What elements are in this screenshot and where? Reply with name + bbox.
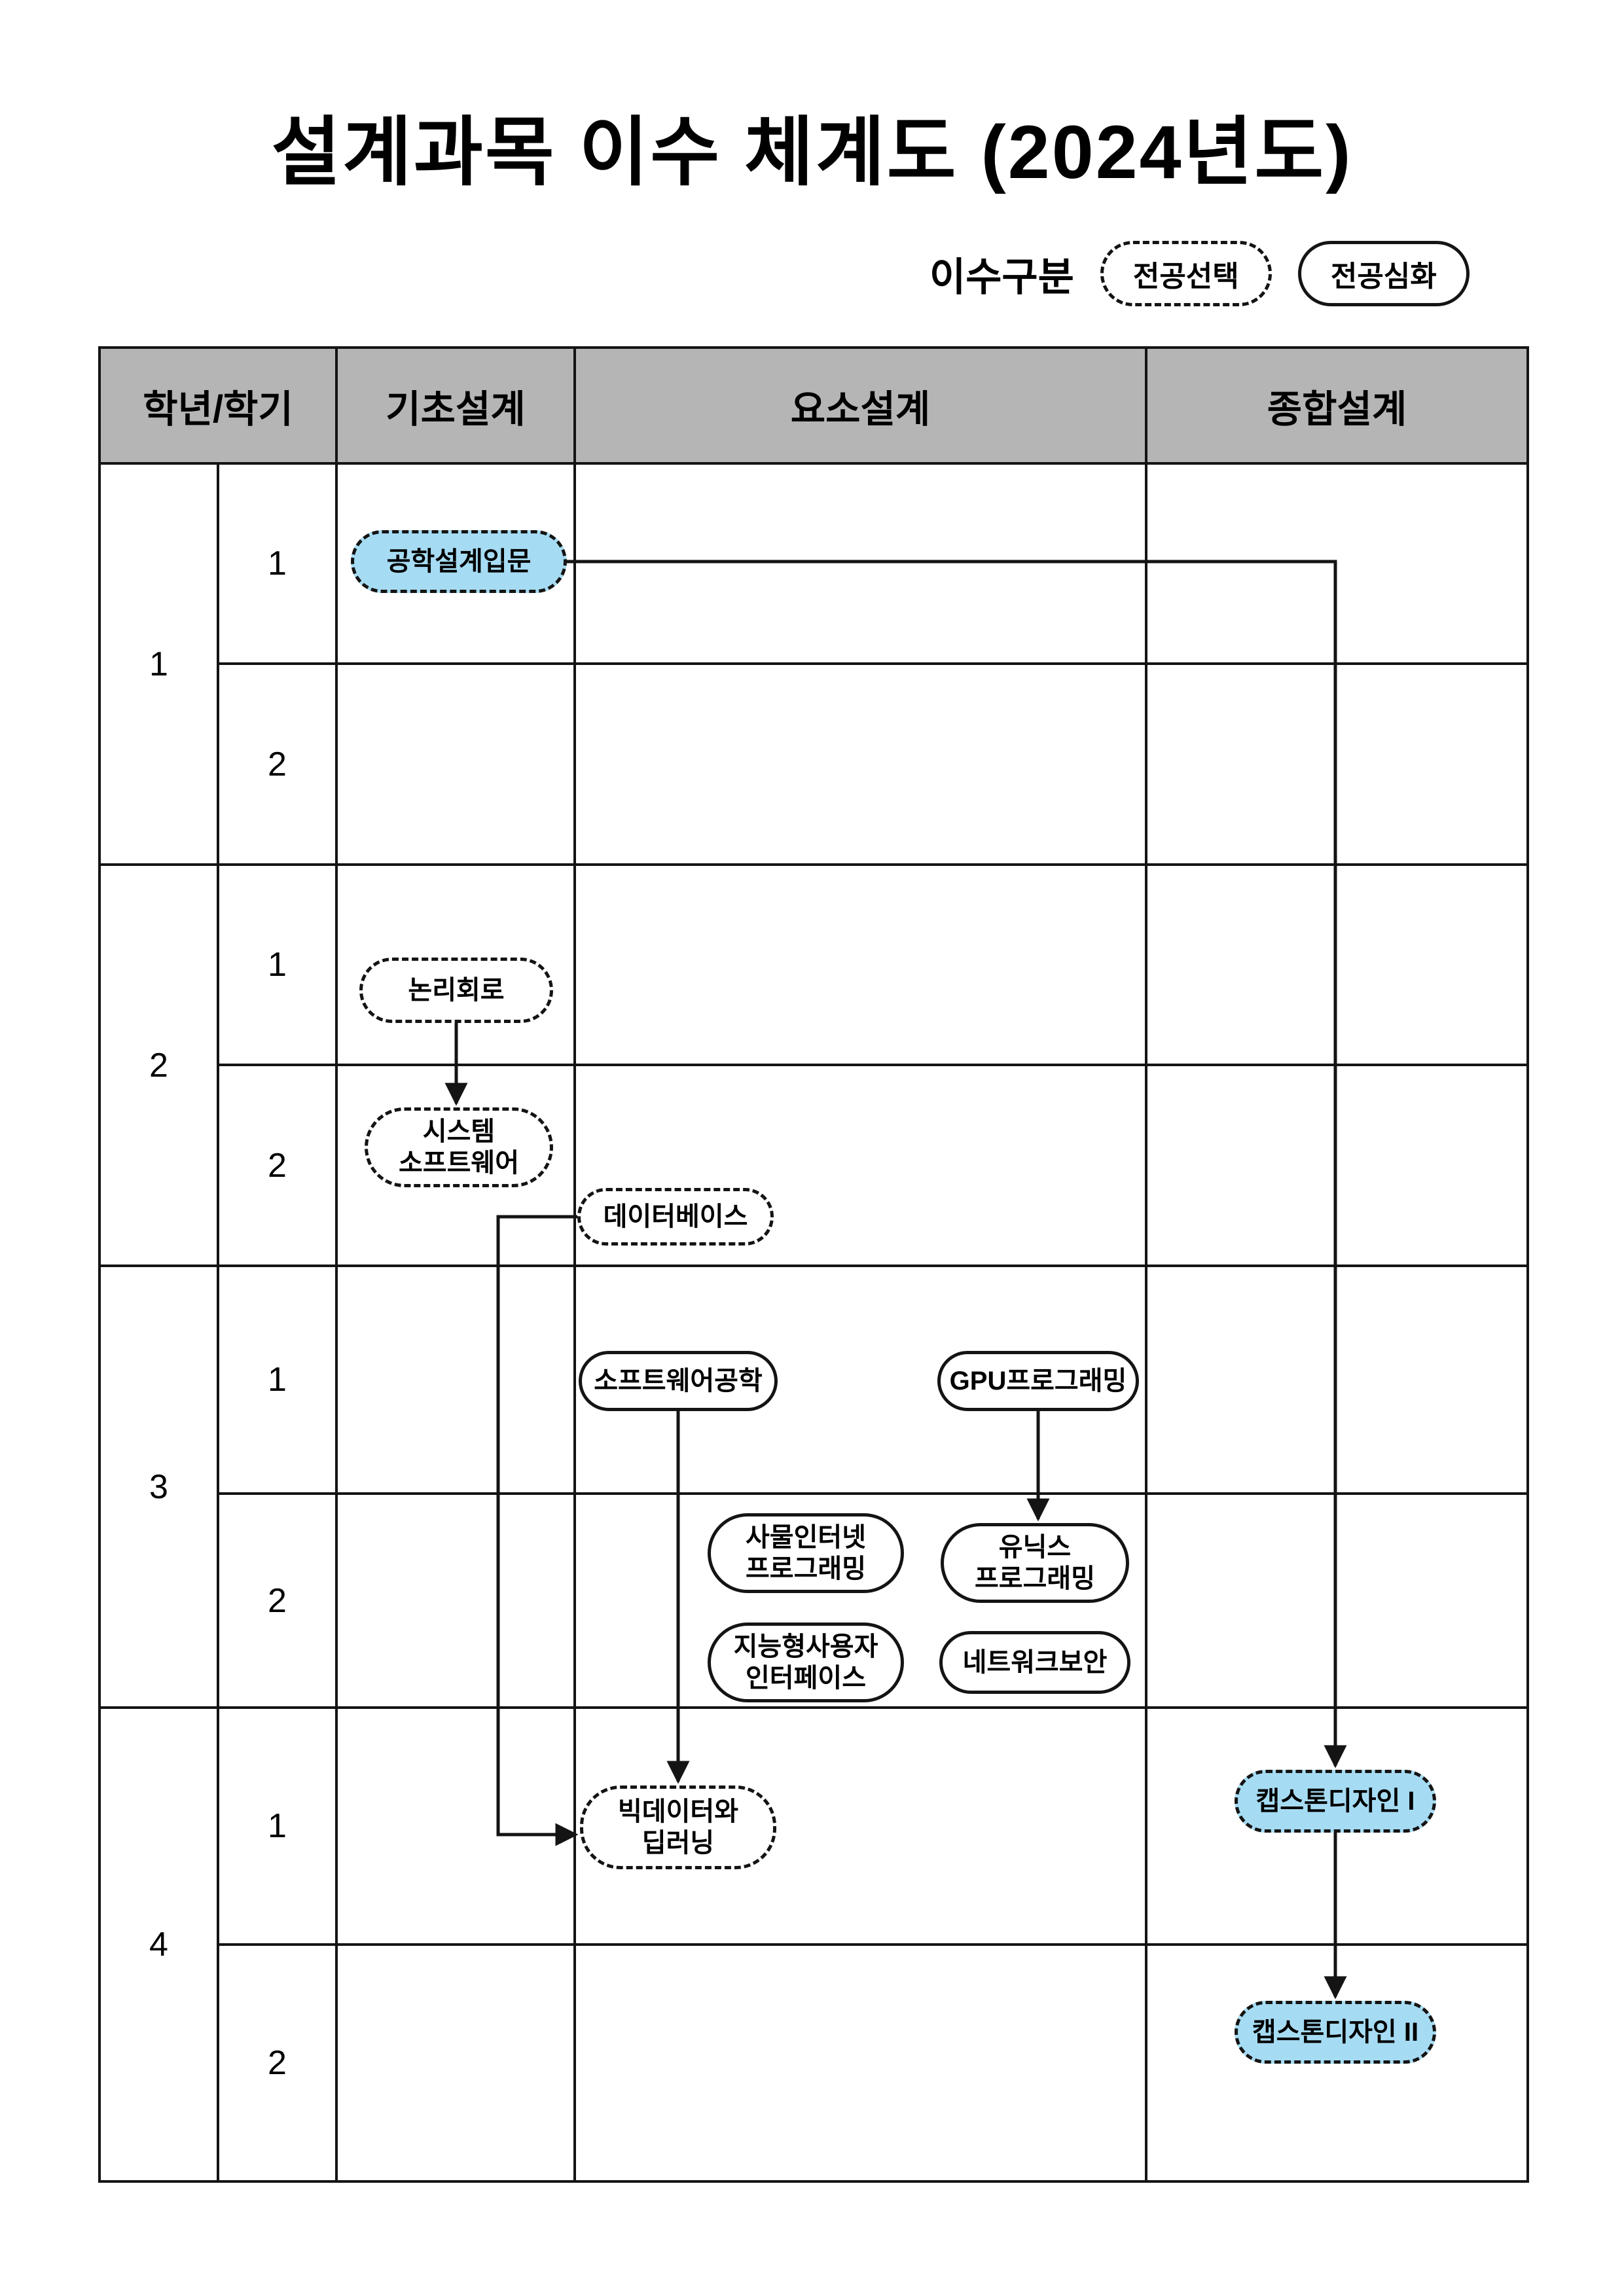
course-node-logic-circuits: 논리회로 xyxy=(359,958,553,1023)
course-label: 논리회로 xyxy=(408,976,505,1005)
grid-cell xyxy=(1145,1492,1529,1709)
course-node-intelligent-user-interface: 지능형사용자 인터페이스 xyxy=(708,1623,904,1702)
curriculum-table: 학년/학기 기초설계 요소설계 종합설계 1 1 2 2 1 xyxy=(98,346,1529,2183)
course-label: 네트워크보안 xyxy=(962,1648,1108,1677)
year-3-sem-2-cell: 2 xyxy=(217,1492,338,1709)
grid-cell xyxy=(335,662,576,866)
course-node-software-engineering: 소프트웨어공학 xyxy=(579,1351,778,1411)
course-label: GPU프로그래밍 xyxy=(949,1367,1127,1395)
year-4-sem-2-cell: 2 xyxy=(217,1943,338,2183)
year-1-sem-2-cell: 2 xyxy=(217,662,338,866)
course-node-unix-programming: 유닉스 프로그래밍 xyxy=(941,1523,1129,1603)
grid-cell xyxy=(573,863,1147,1066)
grid-cell xyxy=(573,462,1147,665)
legend-label: 이수구분 xyxy=(929,255,1074,299)
course-node-system-software: 시스템 소프트웨어 xyxy=(365,1107,553,1187)
course-node-capstone-design-1: 캡스톤디자인 I xyxy=(1235,1770,1436,1833)
year-3-cell: 3 xyxy=(98,1265,219,1709)
header-comprehensive-design: 종합설계 xyxy=(1145,346,1529,465)
course-label: 소프트웨어공학 xyxy=(594,1367,763,1395)
course-node-engineering-design-intro: 공학설계입문 xyxy=(351,530,567,593)
course-label: 유닉스 프로그래밍 xyxy=(975,1533,1095,1593)
course-label: 캡스톤디자인 II xyxy=(1252,2018,1419,2047)
grid-cell xyxy=(1145,1265,1529,1495)
course-label: 사물인터넷 프로그래밍 xyxy=(746,1523,866,1583)
legend-item-major-elective: 전공선택 xyxy=(1100,241,1272,306)
course-node-bigdata-deep-learning: 빅데이터와 딥러닝 xyxy=(580,1785,776,1869)
course-node-capstone-design-2: 캡스톤디자인 II xyxy=(1235,2001,1436,2064)
course-node-database: 데이터베이스 xyxy=(577,1188,774,1246)
grid-cell xyxy=(335,1943,576,2183)
course-node-gpu-programming: GPU프로그래밍 xyxy=(937,1351,1139,1411)
year-1-cell: 1 xyxy=(98,462,219,866)
year-3-sem-1-cell: 1 xyxy=(217,1265,338,1495)
course-label: 캡스톤디자인 I xyxy=(1255,1787,1415,1816)
course-label: 빅데이터와 딥러닝 xyxy=(618,1797,738,1857)
legend-item-major-intensive: 전공심화 xyxy=(1297,241,1470,306)
course-label: 지능형사용자 인터페이스 xyxy=(733,1632,878,1693)
year-1-sem-1-cell: 1 xyxy=(217,462,338,665)
grid-cell xyxy=(1145,662,1529,866)
year-4-sem-1-cell: 1 xyxy=(217,1706,338,1946)
grid-cell xyxy=(573,1943,1147,2183)
course-label: 시스템 소프트웨어 xyxy=(399,1117,519,1177)
year-2-sem-2-cell: 2 xyxy=(217,1064,338,1267)
grid-cell xyxy=(335,1265,576,1495)
header-year-semester: 학년/학기 xyxy=(98,346,338,465)
year-2-sem-1-cell: 1 xyxy=(217,863,338,1066)
grid-cell xyxy=(335,1706,576,1946)
course-label: 데이터베이스 xyxy=(603,1202,748,1231)
legend: 이수구분 전공선택 전공심화 xyxy=(929,241,1470,306)
grid-cell xyxy=(1145,863,1529,1066)
grid-cell xyxy=(335,1492,576,1709)
year-4-cell: 4 xyxy=(98,1706,219,2183)
header-element-design: 요소설계 xyxy=(573,346,1147,465)
course-label: 공학설계입문 xyxy=(386,547,532,576)
grid-cell xyxy=(1145,1064,1529,1267)
header-basic-design: 기초설계 xyxy=(335,346,576,465)
page-title: 설계과목 이수 체계도 (2024년도) xyxy=(271,111,1353,194)
grid-cell xyxy=(1145,462,1529,665)
grid-cell xyxy=(573,662,1147,866)
year-2-cell: 2 xyxy=(98,863,219,1267)
course-node-network-security: 네트워크보안 xyxy=(939,1631,1130,1694)
course-node-iot-programming: 사물인터넷 프로그래밍 xyxy=(708,1513,904,1593)
